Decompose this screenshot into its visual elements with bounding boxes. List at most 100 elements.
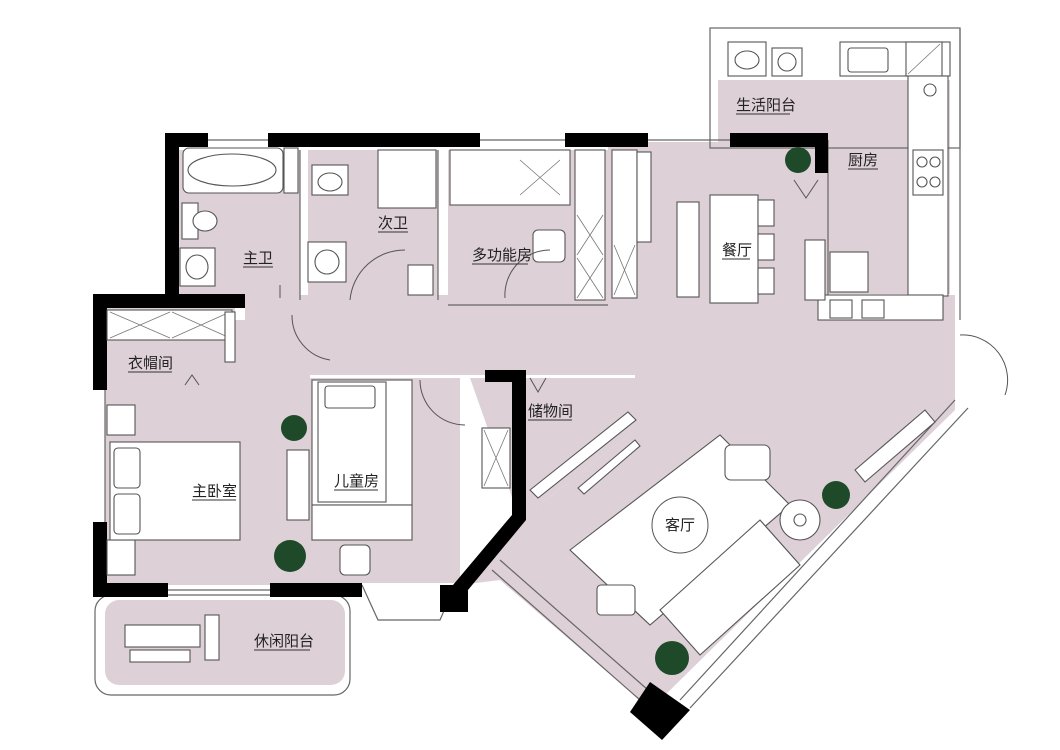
fitness-bench [124,624,201,648]
second-bath-fixtures [307,149,437,296]
second-toilet-bowl [317,172,343,192]
label-dining: 餐厅 [722,241,752,259]
washing-machine-drum [777,52,797,72]
room-labels: 生活阳台 厨房 次卫 主卫 多功能房 餐厅 衣帽间 主卧室 儿童房 储物间 客厅… [128,96,878,651]
door-hall-arc [349,249,406,301]
master-bath-fixtures [179,147,299,287]
living-diag-outer-1 [491,569,641,701]
label-storage: 储物间 [528,402,573,420]
outlines [94,27,969,709]
storage-cabinet-hatch [483,429,509,487]
label-kitchen: 厨房 [848,151,878,169]
water-heater-icon [923,83,937,97]
wardrobe-cabinet [106,309,233,341]
label-children-room: 儿童房 [334,472,379,490]
bed-pillow-2 [113,493,141,535]
bedside-table-top [106,404,136,436]
dining-bench [676,201,700,298]
label-service-balcony: 生活阳台 [736,96,796,114]
wall-child-bottom [440,585,468,612]
dining-chair-1 [757,199,775,227]
master-bedroom-furniture [106,404,310,576]
wardrobe-furniture [106,309,236,363]
wall-top-2 [268,133,480,147]
kitchen-door-mark [793,179,819,199]
child-chair [339,544,371,576]
dining-furniture [611,149,826,304]
leisure-balcony-outline [94,594,351,696]
living-diag-east-1 [679,399,956,701]
tv-cabinet [854,409,936,483]
wardrobe-hatch [109,311,231,339]
label-living-room: 客厅 [665,516,695,534]
multi-room-furniture [449,149,606,301]
fitness-frame [204,614,220,661]
wall-storage-west [512,370,526,520]
master-basin-bowl [185,254,209,280]
children-room-furniture [311,379,413,576]
piano-hatch [613,244,636,296]
label-master-bath: 主卫 [243,249,273,267]
fitness-base [129,649,191,663]
storage-furniture [481,377,641,499]
plant-icon-living-south [655,641,689,675]
master-toilet-bowl [192,210,218,232]
dining-chair-3 [757,267,775,295]
child-pillow [324,385,376,409]
multi-room-cabinet [574,149,606,301]
living-diag-east-2 [689,407,969,709]
plants [274,147,850,675]
storage-shelf-diagonal [529,411,637,499]
plant-icon-living-east [822,481,850,509]
living-diag-outer-2 [499,559,649,691]
floor-bedroom-corridor [230,320,310,380]
label-leisure-balcony: 休闲阳台 [254,632,314,650]
wall-kitchen-pillar [815,133,828,173]
multi-room-chair [532,229,566,263]
door-bedroom-arc [291,314,331,361]
bathtub-inner [187,153,277,187]
plant-icon-bedroom-top [281,415,307,441]
burner-2-icon [929,156,941,168]
living-sofa [659,519,801,656]
door-wardrobe-mark [184,374,200,386]
label-wardrobe: 衣帽间 [128,354,173,372]
dining-table [709,194,759,304]
door-entry-arc [959,334,1009,396]
wardrobe-side [224,311,236,363]
wall-storage-top [485,370,525,382]
second-basin-bowl [314,249,340,275]
burner-3-icon [916,176,928,188]
shower-area [377,149,437,209]
door-child-arc [419,379,466,426]
ottoman [596,584,636,616]
side-table-inner [793,513,807,527]
desk-hatch [519,159,561,196]
washbasin-icon [734,50,760,70]
wall-bedroom-bottom-2 [270,583,362,597]
dining-sideboard [804,239,826,301]
fridge-hatch [907,43,941,75]
plant-icon-bedroom-bottom [274,540,306,572]
armchair-1 [724,444,771,481]
bedside-table-bottom [106,539,136,576]
wall-bedroom-bottom-1 [93,583,168,597]
multi-room-desk [449,149,571,206]
wall-wardrobe-top [93,294,245,308]
plant-icon-dining [785,147,811,173]
child-desk [311,504,413,541]
storage-shelf-diagonal-2 [577,439,641,495]
piano-keys [636,151,652,243]
burner-1-icon [916,156,928,168]
bed-pillow-1 [113,447,141,489]
kitchen-box-1 [829,299,853,319]
walls [93,133,828,740]
label-multi-room: 多功能房 [472,246,532,264]
wall-top-4 [730,133,828,147]
cabinet-hatch [576,214,604,299]
dining-chair-2 [757,233,775,261]
kitchen-cabinet [829,251,869,293]
bedroom-dresser [286,449,310,521]
floor-leisure-balcony [105,600,345,685]
kitchen-box-2 [861,299,885,319]
